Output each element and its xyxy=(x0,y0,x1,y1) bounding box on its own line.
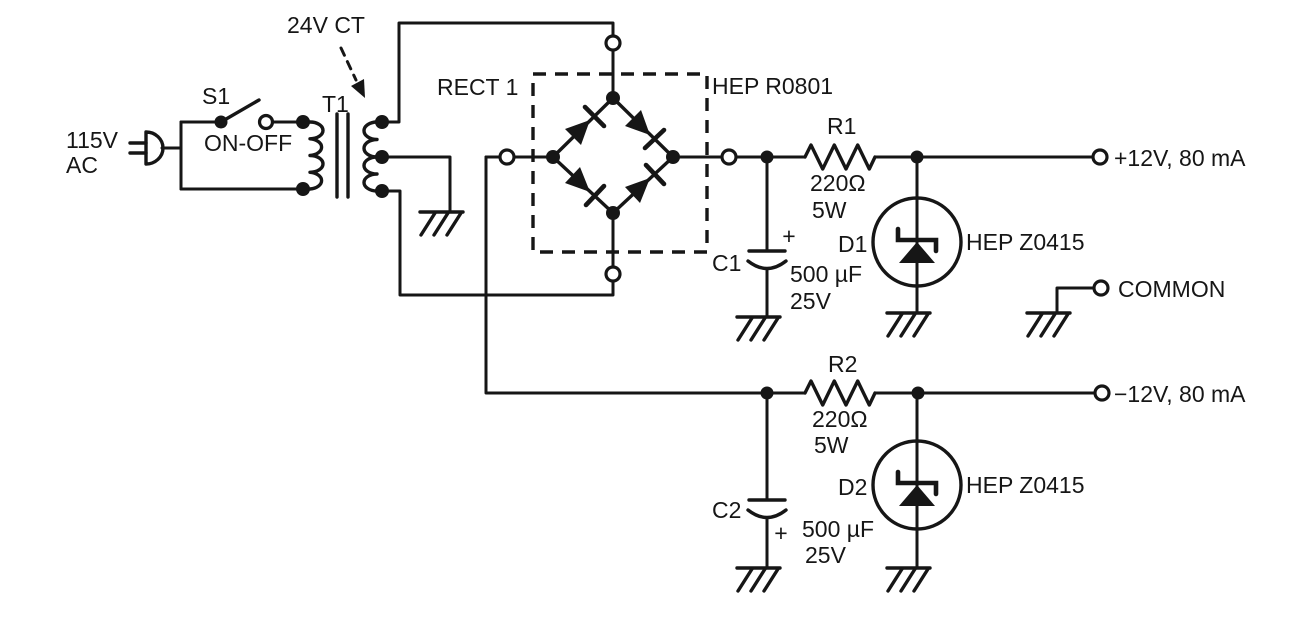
plug-icon xyxy=(128,130,183,166)
d2-ground-icon xyxy=(885,566,932,593)
switch-throw-terminal xyxy=(257,113,275,131)
c1-ref-label: C1 xyxy=(712,250,741,276)
bridge-dc-left-terminal xyxy=(498,148,516,166)
negative-output-terminal xyxy=(1093,384,1111,402)
primary-loop-wires xyxy=(179,120,305,191)
transformer-ref-label: T1 xyxy=(322,91,349,117)
c1-polarity-mark: + xyxy=(782,223,795,249)
diode-icon xyxy=(565,167,607,208)
c2-voltage-label: 25V xyxy=(805,542,847,568)
r2-power-label: 5W xyxy=(814,432,849,458)
bridge-diamond xyxy=(551,96,675,215)
d2-part-label: HEP Z0415 xyxy=(966,472,1084,498)
c2-bottom-plate xyxy=(746,508,788,520)
positive-output-label: +12V, 80 mA xyxy=(1114,145,1246,171)
zener-icon xyxy=(895,226,939,263)
d2-envelope xyxy=(871,439,963,531)
common-terminal: COMMON xyxy=(1025,276,1225,338)
negative-output-label: −12V, 80 mA xyxy=(1114,381,1246,407)
zener-d2: D2 HEP Z0415 xyxy=(838,391,1084,593)
bridge-ac-top-terminal xyxy=(604,34,622,52)
c1-ground-icon xyxy=(735,315,782,342)
primary-winding xyxy=(301,120,325,191)
rectifier-ref-label: RECT 1 xyxy=(437,74,518,100)
c2-ground-icon xyxy=(735,566,782,593)
callout-arrow-icon xyxy=(339,46,365,98)
switch-ref-label: S1 xyxy=(202,83,230,109)
r2-value-label: 220Ω xyxy=(812,406,868,432)
d1-ref-label: D1 xyxy=(838,231,867,257)
d1-envelope xyxy=(871,196,963,288)
positive-rail: R1 220Ω 5W +12V, 80 mA xyxy=(671,113,1246,223)
c1-value-label: 500 µF xyxy=(790,261,862,287)
switch-lever xyxy=(219,98,261,124)
negative-rail: R2 220Ω 5W −12V, 80 mA xyxy=(760,351,1246,458)
zener-d1: D1 HEP Z0415 xyxy=(838,155,1084,338)
resistor-r2 xyxy=(803,379,877,407)
capacitor-c2: + C2 500 µF 25V xyxy=(712,391,874,593)
c2-value-label: 500 µF xyxy=(802,516,874,542)
c1-bottom-plate xyxy=(746,259,788,271)
common-ground-icon xyxy=(1025,311,1072,338)
r2-ref-label: R2 xyxy=(828,351,857,377)
d1-ground-icon xyxy=(885,311,932,338)
bridge-dc-right-terminal xyxy=(720,148,738,166)
zener-icon xyxy=(895,469,939,506)
resistor-r1 xyxy=(803,143,877,171)
switch-s1: S1 ON-OFF xyxy=(202,83,305,156)
source-voltage-label: 115V xyxy=(66,127,119,153)
switch-function-label: ON-OFF xyxy=(204,130,292,156)
bridge-ac-bottom-terminal xyxy=(604,265,622,283)
rectifier-part-label: HEP R0801 xyxy=(712,73,833,99)
secondary-rating-label: 24V CT xyxy=(287,12,365,38)
secondary-wiring xyxy=(380,21,622,297)
center-tap-ground-icon xyxy=(418,210,465,237)
diode-icon xyxy=(565,104,607,145)
c2-polarity-mark: + xyxy=(774,520,787,546)
c2-ref-label: C2 xyxy=(712,497,741,523)
secondary-winding-lower xyxy=(362,155,384,193)
d1-part-label: HEP Z0415 xyxy=(966,229,1084,255)
c1-voltage-label: 25V xyxy=(790,288,832,314)
secondary-winding-upper xyxy=(362,120,384,159)
capacitor-c1: + C1 500 µF 25V xyxy=(712,155,862,342)
diode-icon xyxy=(625,110,667,151)
source-kind-label: AC xyxy=(66,152,98,178)
r1-ref-label: R1 xyxy=(827,113,856,139)
negative-dc-wiring xyxy=(484,148,807,395)
transformer-t1: T1 24V CT xyxy=(287,12,389,199)
common-output-terminal xyxy=(1092,279,1110,297)
positive-output-terminal xyxy=(1091,148,1109,166)
common-output-label: COMMON xyxy=(1118,276,1225,302)
r1-power-label: 5W xyxy=(812,197,847,223)
diode-icon xyxy=(625,162,667,203)
r1-value-label: 220Ω xyxy=(810,170,866,196)
bridge-rectifier: RECT 1 HEP R0801 xyxy=(437,72,833,254)
ac-source: 115V AC xyxy=(66,127,183,178)
d2-ref-label: D2 xyxy=(838,474,867,500)
